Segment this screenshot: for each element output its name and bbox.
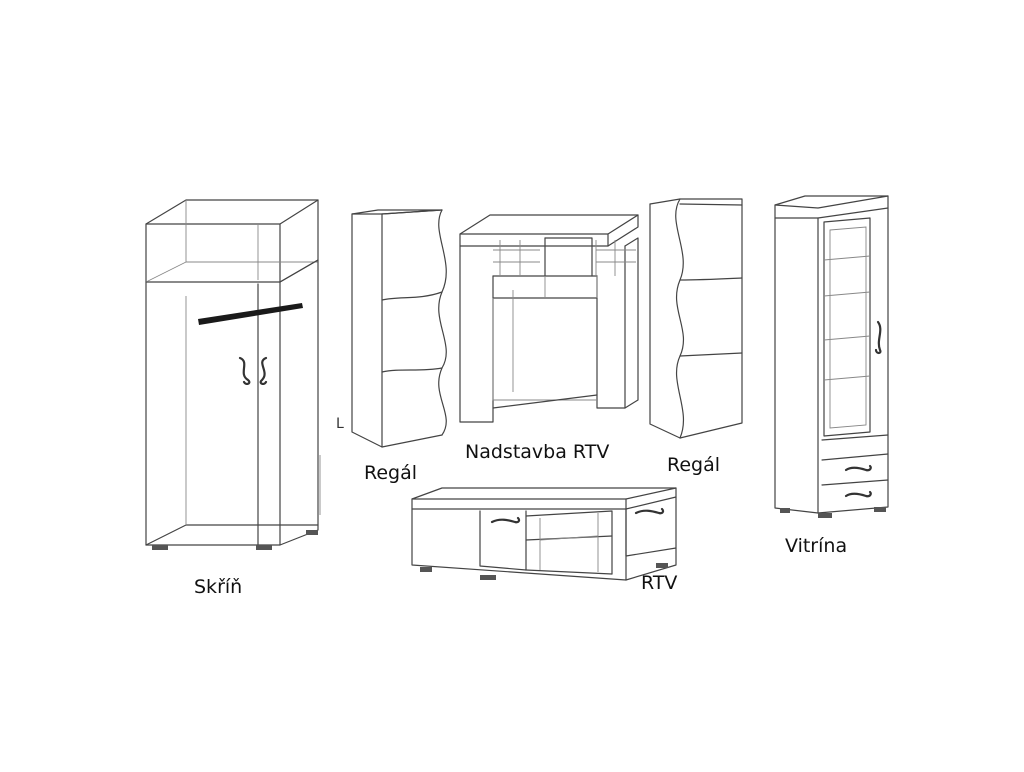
shelf-left-drawing (351, 209, 447, 448)
display-cabinet-drawing (774, 195, 889, 518)
marker-l: L (336, 416, 344, 432)
label-tv-stand: RTV (641, 572, 678, 594)
label-shelf-right: Regál (667, 454, 721, 476)
tv-hutch-drawing (459, 214, 639, 423)
tv-stand-drawing (411, 487, 677, 581)
label-display-cabinet: Vitrína (785, 535, 848, 557)
wardrobe-drawing (145, 199, 321, 550)
label-wardrobe: Skříň (194, 576, 243, 598)
label-tv-hutch: Nadstavba RTV (465, 441, 610, 463)
label-shelf-left: Regál (364, 462, 418, 484)
shelf-right-drawing (649, 198, 743, 439)
